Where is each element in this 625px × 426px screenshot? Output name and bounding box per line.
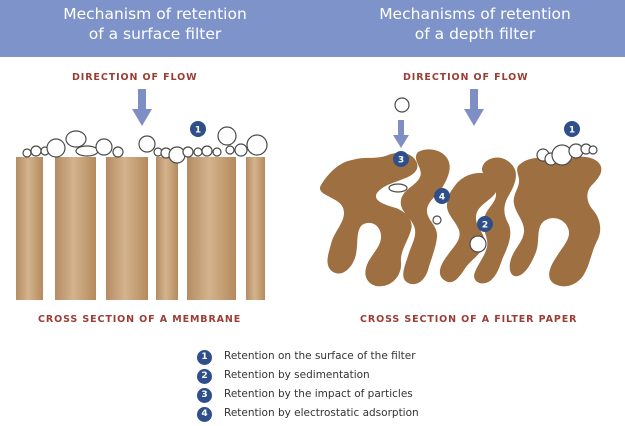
callout-1-left: 1 [190,121,206,137]
svg-text:3: 3 [398,156,404,166]
flow-label-left: DIRECTION OF FLOW [72,72,198,83]
depth-particles [388,97,598,253]
membrane-bar [246,157,265,300]
surface-filter-title: Mechanism of retention of a surface filt… [10,4,300,44]
depth-filter-title: Mechanisms of retention of a depth filte… [330,4,620,44]
surface-filter-title-line-2: of a surface filter [88,25,222,43]
legend-text: Retention on the surface of the filter [224,350,416,362]
callout-3-right: 3 [393,151,409,167]
membrane-bar [106,157,148,300]
membrane-cross-section-label: CROSS SECTION OF A MEMBRANE [38,314,242,325]
legend-number: 2 [197,369,212,384]
membrane-bar [187,157,236,300]
svg-text:1: 1 [195,126,201,136]
membrane-cross-section [16,157,265,300]
impact-arrow [393,120,409,148]
membrane-bar [16,157,43,300]
membrane-bar [156,157,178,300]
callout-2-right: 2 [477,216,493,232]
callout-4-right: 4 [434,188,450,204]
legend-number: 3 [197,388,212,403]
membrane-bar [55,157,96,300]
legend-number: 4 [197,407,212,422]
filter-diagram-art: 1 1 2 3 [16,89,602,300]
svg-text:4: 4 [439,193,445,203]
svg-text:2: 2 [482,221,488,231]
surface-filter-title-line-1: Mechanism of retention [63,5,247,23]
callout-1-right: 1 [564,121,580,137]
flow-label-right: DIRECTION OF FLOW [403,72,529,83]
flow-arrow-right [464,89,484,126]
svg-text:1: 1 [569,126,575,136]
depth-filter-title-line-1: Mechanisms of retention [379,5,571,23]
filter-paper-cross-section-label: CROSS SECTION OF A FILTER PAPER [360,314,578,325]
legend-number: 1 [197,350,212,365]
flow-arrow-left [132,89,152,126]
filter-paper-cross-section [319,149,602,287]
legend-text: Retention by sedimentation [224,369,370,381]
legend-text: Retention by the impact of particles [224,388,413,400]
header-band [0,0,625,57]
depth-filter-title-line-2: of a depth filter [414,25,536,43]
surface-particles [22,126,268,164]
legend-text: Retention by electrostatic adsorption [224,407,419,419]
